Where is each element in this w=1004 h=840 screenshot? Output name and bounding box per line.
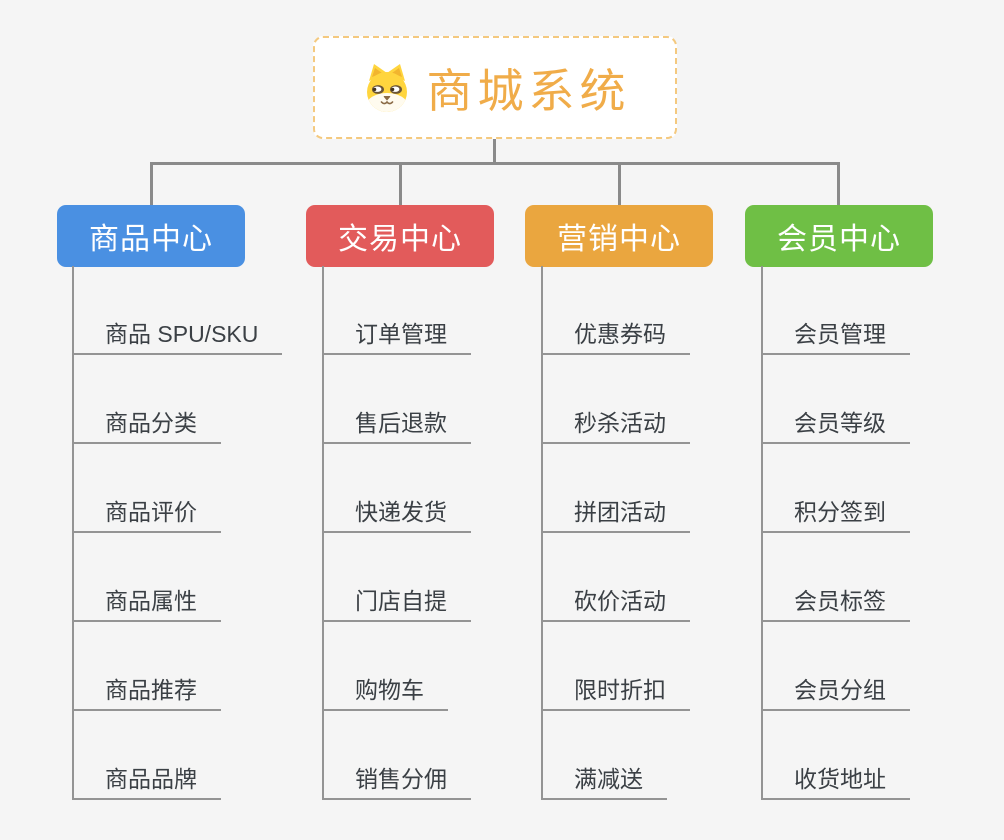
leaf-node[interactable]: 售后退款 [322, 409, 471, 444]
leaf-node[interactable]: 快递发货 [322, 498, 471, 533]
leaf-node[interactable]: 积分签到 [761, 498, 910, 533]
branch-drop-connector-4 [837, 162, 840, 206]
category-node-product-center[interactable]: 商品中心 [57, 205, 245, 267]
leaf-node[interactable]: 优惠券码 [541, 320, 690, 355]
leaf-node[interactable]: 商品品牌 [72, 765, 221, 800]
category-label: 商品中心 [89, 223, 213, 256]
leaf-node[interactable]: 砍价活动 [541, 587, 690, 622]
branch-drop-connector-2 [399, 162, 402, 206]
leaf-node[interactable]: 商品 SPU/SKU [72, 320, 283, 355]
root-title: 商城系统 [426, 64, 631, 117]
category-node-marketing-center[interactable]: 营销中心 [525, 205, 713, 267]
root-node[interactable]: 商城系统 [313, 36, 677, 139]
leaf-node[interactable]: 满减送 [541, 765, 667, 800]
leaf-node[interactable]: 商品分类 [72, 409, 221, 444]
leaf-node[interactable]: 商品评价 [72, 498, 221, 533]
dog-face-icon [366, 63, 407, 112]
branch-drop-connector-1 [150, 162, 153, 206]
branch-column-line-2 [322, 266, 324, 800]
branch-column-line-1 [72, 266, 74, 800]
branch-column-line-4 [761, 266, 763, 800]
root-stub-connector [493, 139, 496, 163]
leaf-node[interactable]: 会员管理 [761, 320, 910, 355]
category-label: 营销中心 [557, 223, 681, 256]
category-node-member-center[interactable]: 会员中心 [745, 205, 933, 267]
category-node-trade-center[interactable]: 交易中心 [306, 205, 494, 267]
leaf-node[interactable]: 收货地址 [761, 765, 910, 800]
leaf-node[interactable]: 会员分组 [761, 676, 910, 711]
leaf-node[interactable]: 商品属性 [72, 587, 221, 622]
leaf-node[interactable]: 拼团活动 [541, 498, 690, 533]
branches-horizontal-connector [150, 162, 840, 165]
leaf-node[interactable]: 销售分佣 [322, 765, 471, 800]
branch-column-line-3 [541, 266, 543, 800]
leaf-node[interactable]: 门店自提 [322, 587, 471, 622]
branch-drop-connector-3 [618, 162, 621, 206]
leaf-node[interactable]: 订单管理 [322, 320, 471, 355]
leaf-node[interactable]: 限时折扣 [541, 676, 690, 711]
leaf-node[interactable]: 商品推荐 [72, 676, 221, 711]
category-label: 交易中心 [338, 223, 462, 256]
leaf-node[interactable]: 会员标签 [761, 587, 910, 622]
category-label: 会员中心 [777, 223, 901, 256]
leaf-node[interactable]: 购物车 [322, 676, 448, 711]
leaf-node[interactable]: 秒杀活动 [541, 409, 690, 444]
leaf-node[interactable]: 会员等级 [761, 409, 910, 444]
